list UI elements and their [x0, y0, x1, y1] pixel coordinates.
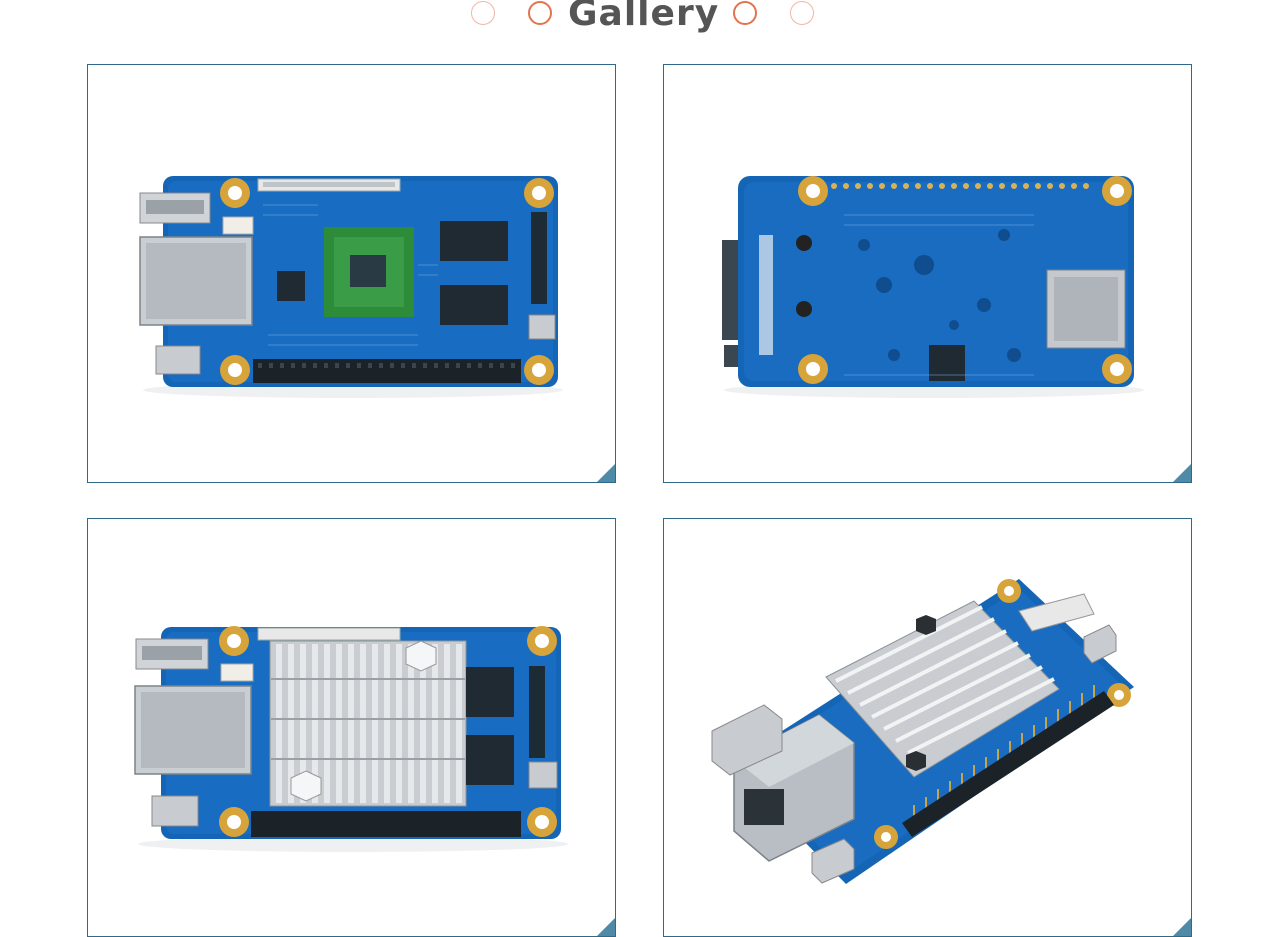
corner-accent-icon: [1173, 464, 1191, 482]
corner-accent-icon: [597, 918, 615, 936]
board-heatsink-angle-icon: [711, 579, 1134, 884]
decor-circle-icon: [790, 1, 814, 25]
gallery-card-1[interactable]: [87, 64, 616, 483]
gallery-header: Gallery: [0, 0, 1280, 40]
page-title: Gallery: [568, 0, 720, 34]
board-top-view-icon: [139, 176, 563, 398]
gallery-card-3[interactable]: [87, 518, 616, 937]
decor-circle-icon: [528, 1, 552, 25]
decor-circle-icon: [471, 1, 495, 25]
board-heatsink-top-icon: [134, 626, 568, 852]
gallery-card-4[interactable]: [663, 518, 1192, 937]
gallery-card-2[interactable]: [663, 64, 1192, 483]
corner-accent-icon: [1173, 918, 1191, 936]
board-bottom-view-icon: [722, 176, 1144, 398]
corner-accent-icon: [597, 464, 615, 482]
decor-circle-icon: [733, 1, 757, 25]
